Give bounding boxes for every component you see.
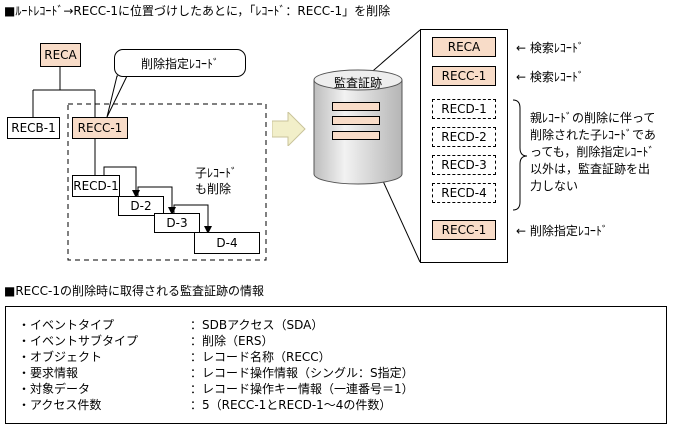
trail-item-recd-3: RECD-3 <box>432 155 496 175</box>
note-line-4: 以外は，監査証跡を出 <box>530 162 651 176</box>
record-recb-1: RECB-1 <box>7 117 60 139</box>
info-value-event-type: ：SDBアクセス（SDA） <box>190 318 324 332</box>
info-value-access-count: ：5（RECC-1とRECD-1～4の件数） <box>190 398 392 412</box>
trail-item-recd-4: RECD-4 <box>432 183 496 203</box>
trail-record-3 <box>332 131 380 140</box>
info-label-object: ・オブジェクト <box>18 350 103 364</box>
info-label-event-type: ・イベントタイプ <box>18 318 115 332</box>
info-value-target-data: ：レコード操作キー情報（一連番号＝1） <box>190 382 414 396</box>
record-d-4: D-4 <box>194 232 260 254</box>
child-note-line1: 子ﾚｺｰﾄﾞ <box>195 166 238 180</box>
info-label-request: ・要求情報 <box>18 366 79 380</box>
info-value-request: ：レコード操作情報（シングル：S指定） <box>190 366 414 380</box>
note-line-3: っても，削除指定ﾚｺｰﾄﾞ <box>530 145 655 159</box>
info-label-access-count: ・アクセス件数 <box>18 398 102 412</box>
note-line-2: 削除された子ﾚｺｰﾄﾞであ <box>530 128 656 142</box>
trail-item-reca: RECA <box>432 37 496 57</box>
label-search-record-1: ← 検索ﾚｺｰﾄﾞ <box>516 41 584 55</box>
record-reca: RECA <box>40 43 81 67</box>
section-title: ■RECC-1の削除時に取得される監査証跡の情報 <box>4 284 264 298</box>
diagram-header: ■ﾙｰﾄﾚｺｰﾄﾞ→RECC-1に位置づけしたあとに，「ﾚｺｰﾄﾞ：RECC-1… <box>4 4 391 18</box>
trail-record-2 <box>332 116 380 125</box>
record-recc-1: RECC-1 <box>72 117 128 139</box>
trail-record-1 <box>332 102 380 111</box>
audit-info-box: ・イベントタイプ ：SDBアクセス（SDA） ・イベントサブタイプ ：削除（ER… <box>5 306 667 424</box>
note-line-5: 力しない <box>530 179 579 193</box>
cylinder-label: 監査証跡 <box>334 76 383 90</box>
record-d-3: D-3 <box>154 213 200 233</box>
info-label-target-data: ・対象データ <box>18 382 91 396</box>
trail-item-recc-1-deleted: RECC-1 <box>432 220 496 240</box>
child-note-line2: も削除 <box>195 182 232 196</box>
label-search-record-2: ← 検索ﾚｺｰﾄﾞ <box>516 70 584 84</box>
trail-item-recc-1: RECC-1 <box>432 66 496 86</box>
record-recd-1: RECD-1 <box>72 175 120 197</box>
trail-item-recd-2: RECD-2 <box>432 127 496 147</box>
callout-delete-record: 削除指定ﾚｺｰﾄﾞ <box>114 49 246 77</box>
note-line-1: 親ﾚｺｰﾄﾞの削除に伴って <box>530 111 656 125</box>
info-value-event-subtype: ：削除（ERS） <box>190 334 274 348</box>
flow-arrow-icon <box>272 112 306 146</box>
record-d-2: D-2 <box>118 196 164 216</box>
label-delete-record: ← 削除指定ﾚｺｰﾄﾞ <box>516 224 608 238</box>
info-label-event-subtype: ・イベントサブタイプ <box>18 334 139 348</box>
trail-item-recd-1: RECD-1 <box>432 99 496 119</box>
info-value-object: ：レコード名称（RECC） <box>190 350 331 364</box>
